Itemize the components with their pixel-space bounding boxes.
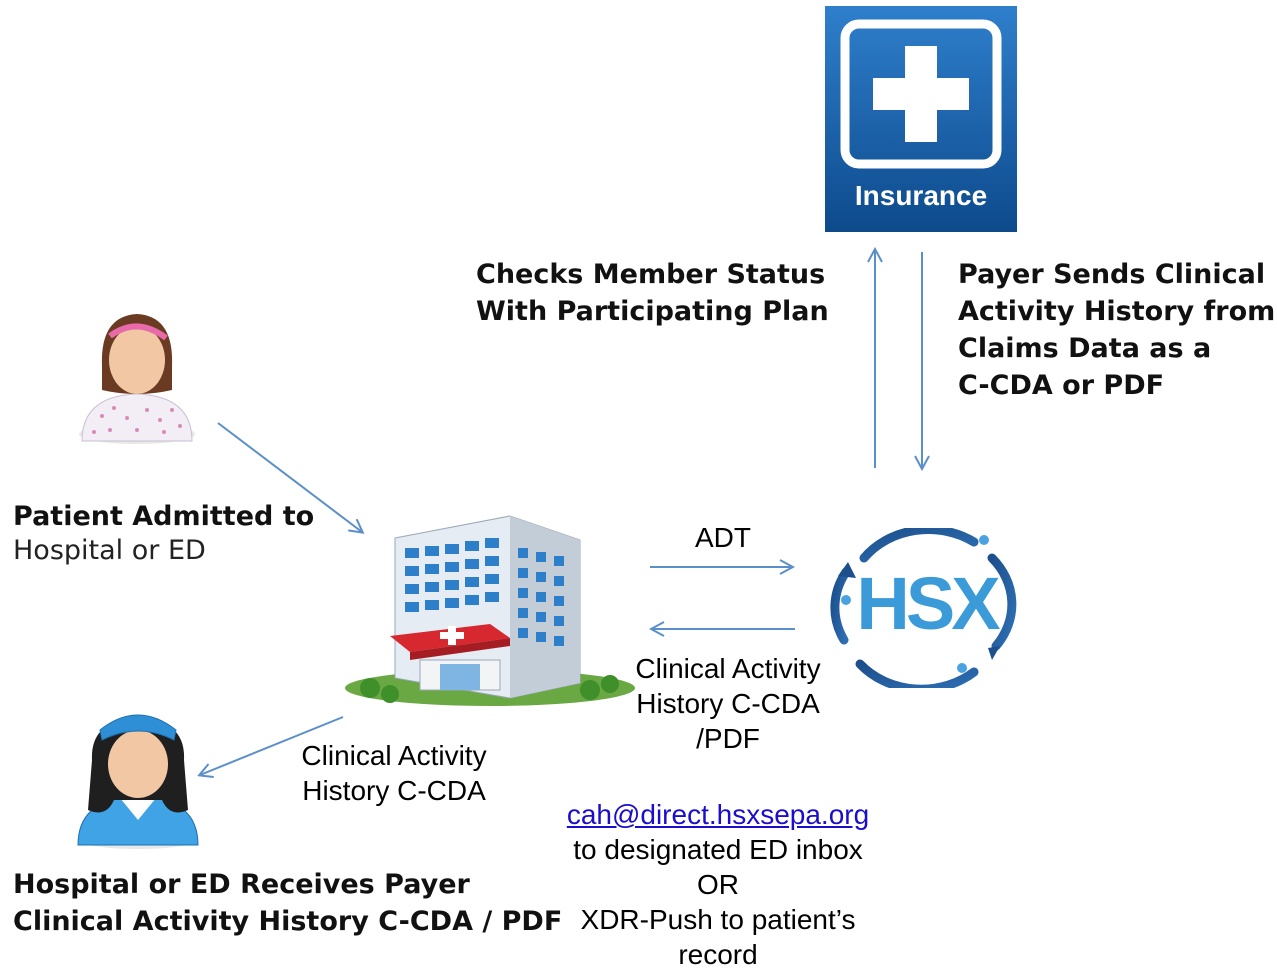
cah-return-line-1: Clinical Activity: [635, 653, 821, 684]
cah-nurse-label: Clinical Activity History C-CDA: [278, 738, 510, 808]
cah-nurse-line-2: History C-CDA: [302, 775, 486, 806]
checks-member-status-label: Checks Member Status With Participating …: [476, 256, 836, 330]
email-line-4: record: [678, 939, 758, 970]
direct-email-link[interactable]: cah@direct.hsxsepa.org: [566, 799, 870, 830]
payer-line-3: Claims Data as a: [958, 333, 1212, 364]
hospital-receives-label: Hospital or ED Receives Payer Clinical A…: [13, 866, 562, 940]
email-line-2: to designated ED inbox: [573, 834, 863, 865]
admitted-bold-text: Patient Admitted to: [13, 501, 315, 532]
admitted-light-text: Hospital or ED: [13, 535, 206, 566]
cah-return-label: Clinical Activity History C-CDA /PDF: [610, 651, 846, 756]
adt-label: ADT: [695, 522, 751, 553]
receives-line-1: Hospital or ED Receives Payer: [13, 869, 470, 900]
cah-nurse-line-1: Clinical Activity: [301, 740, 487, 771]
hsx-logo-icon: HSX: [824, 525, 1024, 694]
email-or-text: OR: [697, 869, 739, 900]
payer-sends-label: Payer Sends Clinical Activity History fr…: [958, 256, 1276, 404]
email-line-3: XDR-Push to patient’s: [580, 904, 856, 935]
delivery-options-label: cah@direct.hsxsepa.org to designated ED …: [530, 797, 906, 972]
hsx-label: HSX: [856, 562, 1000, 645]
cah-return-line-2: History C-CDA: [636, 688, 820, 719]
patient-avatar-icon: [72, 306, 202, 446]
arrow-patient-to-hospital: [217, 422, 362, 532]
hospital-building-icon: [340, 508, 640, 708]
arrow-hospital-to-nurse: [200, 716, 344, 775]
patient-admitted-label: Patient Admitted to Hospital or ED: [13, 498, 314, 566]
hospital-staff-avatar-icon: [70, 700, 205, 850]
checks-line-2: With Participating Plan: [476, 296, 829, 327]
cah-return-line-3: /PDF: [696, 723, 760, 754]
checks-line-1: Checks Member Status: [476, 259, 826, 290]
receives-line-2: Clinical Activity History C-CDA / PDF: [13, 906, 563, 937]
insurance-label: Insurance: [854, 180, 988, 211]
insurance-icon: Insurance: [825, 6, 1017, 232]
payer-line-2: Activity History from: [958, 296, 1276, 327]
payer-line-1: Payer Sends Clinical: [958, 259, 1266, 290]
payer-line-4: C-CDA or PDF: [958, 370, 1165, 401]
